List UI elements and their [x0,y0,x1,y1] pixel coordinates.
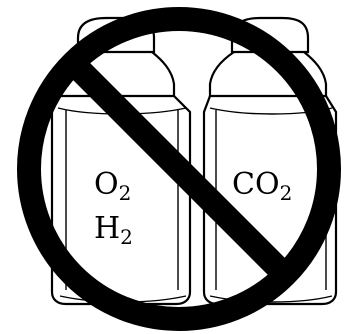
prohibition-slash [64,54,294,284]
right-cylinder-body [202,95,338,306]
left-cylinder-label-2: H2 [94,211,133,249]
right-cylinder-shoulder [208,51,328,98]
prohibition-sign [17,7,341,331]
right-cylinder-label-1: CO2 [232,167,292,205]
left-cylinder-label-1: O2 [94,167,131,205]
prohibition-ring [17,7,341,331]
